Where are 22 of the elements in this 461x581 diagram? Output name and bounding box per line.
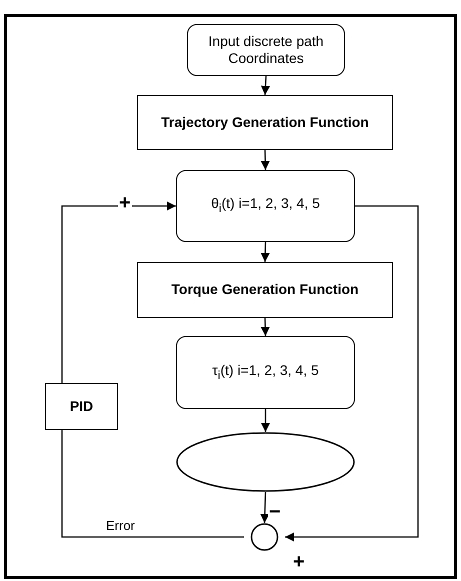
rounded-box bbox=[176, 170, 355, 242]
rounded-box bbox=[176, 336, 355, 409]
arrow bbox=[260, 242, 270, 262]
ellipse-node bbox=[176, 432, 355, 492]
arrow bbox=[61, 201, 176, 383]
arrow bbox=[285, 205, 419, 542]
process-box bbox=[137, 95, 393, 150]
node-text: τ$_{i}$(t) i=1, 2, 3, 4, 5 bbox=[212, 362, 319, 384]
arrow bbox=[260, 409, 270, 432]
node-text: PID bbox=[70, 398, 94, 416]
node-text: Trajectory Generation Function bbox=[161, 114, 369, 132]
process-box bbox=[45, 383, 118, 430]
arrow bbox=[260, 492, 270, 524]
arrow bbox=[260, 318, 270, 336]
arrow bbox=[260, 150, 270, 170]
rounded-box bbox=[187, 24, 345, 76]
node-text: Input discrete path Coordinates bbox=[207, 32, 325, 68]
node-text: Torque Generation Function bbox=[171, 281, 359, 299]
arrow bbox=[260, 76, 270, 96]
process-box bbox=[137, 262, 393, 318]
edge-label: Error bbox=[105, 519, 136, 532]
node-text: θ$_{i}$(t) i=1, 2, 3, 4, 5 bbox=[211, 195, 320, 217]
